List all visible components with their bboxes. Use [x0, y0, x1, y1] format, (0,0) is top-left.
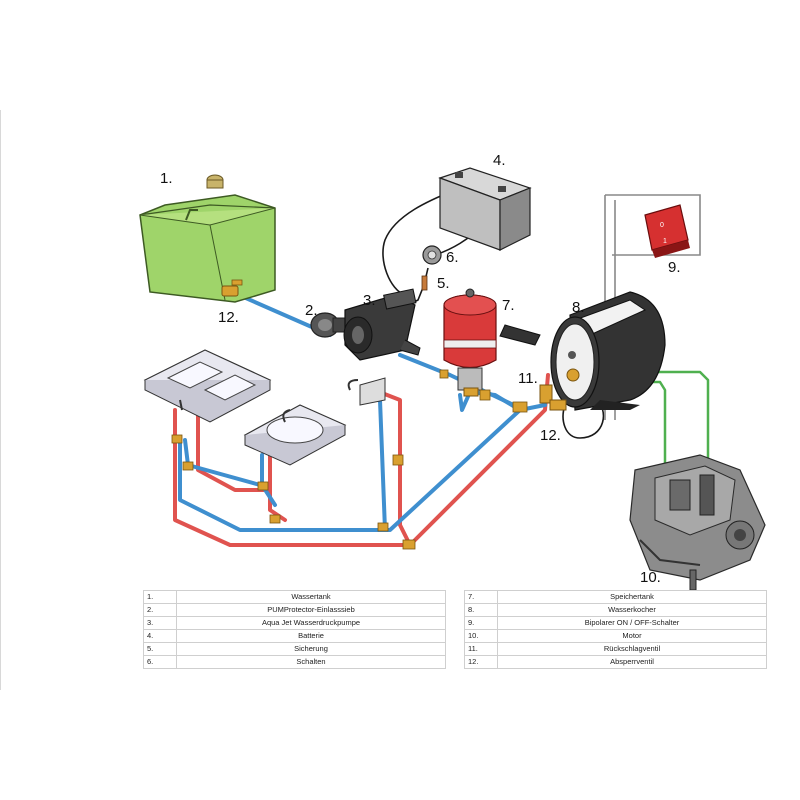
legend-right-number: 12. — [464, 655, 498, 669]
legend-left-number: 2. — [143, 603, 177, 617]
callout-7: 7. — [502, 297, 515, 314]
legend-row: 6.Schalten 12.Absperrventil — [143, 655, 767, 669]
fuse — [421, 275, 428, 291]
legend-left-number: 5. — [143, 642, 177, 656]
callout-12: 12. — [540, 427, 561, 444]
legend-separator — [445, 616, 465, 630]
callout-2: 2. — [305, 302, 318, 319]
switch-off-mark: 0 — [660, 222, 664, 229]
legend-right-number: 11. — [464, 642, 498, 656]
shower-head — [347, 377, 386, 406]
callout-labels: 1. 2. 3. 4. 5. 6. 7. 8. 9. 10. 11. 12. 1… — [160, 152, 681, 586]
tank-shutoff-valve — [221, 279, 243, 297]
legend-left-label: Sicherung — [176, 642, 446, 656]
callout-4: 4. — [493, 152, 506, 169]
legend-right-number: 10. — [464, 629, 498, 643]
legend-row: 4.Batterie 10.Motor — [143, 629, 767, 643]
legend-left-number: 6. — [143, 655, 177, 669]
callout-9: 9. — [668, 259, 681, 276]
legend-left-number: 3. — [143, 616, 177, 630]
callout-5: 5. — [437, 275, 450, 292]
legend-row: 5.Sicherung 11.Rückschlagventil — [143, 642, 767, 656]
legend-left-label: Wassertank — [176, 590, 446, 604]
pipe-fittings — [171, 369, 528, 550]
bipolar-switch: 0 1 — [644, 204, 690, 258]
accumulator-tank — [443, 288, 541, 397]
legend-right-label: Absperrventil — [497, 655, 767, 669]
legend-separator — [445, 629, 465, 643]
callout-1: 1. — [160, 170, 173, 187]
legend-row: 2.PUMProtector-Einlasssieb 8.Wasserkocher — [143, 603, 767, 617]
legend-left-label: Batterie — [176, 629, 446, 643]
legend-left-label: Aqua Jet Wasserdruckpumpe — [176, 616, 446, 630]
callout-3: 3. — [363, 292, 376, 309]
battery — [438, 167, 532, 251]
legend-right-label: Bipolarer ON / OFF-Schalter — [497, 616, 767, 630]
water-pump — [343, 288, 421, 361]
wash-basin — [243, 404, 347, 466]
check-valve — [539, 384, 553, 404]
legend-right-label: Speichertank — [497, 590, 767, 604]
legend-row: 3.Aqua Jet Wasserdruckpumpe 9.Bipolarer O… — [143, 616, 767, 630]
toggle-switch — [422, 245, 442, 265]
legend-right-label: Wasserkocher — [497, 603, 767, 617]
callout-12-tank: 12. — [218, 309, 239, 326]
engine — [629, 454, 766, 590]
callout-8: 8. — [572, 299, 585, 316]
shutoff-valve — [549, 399, 567, 411]
switch-on-mark: 1 — [663, 238, 667, 245]
legend-separator — [445, 655, 465, 669]
legend-left-number: 1. — [143, 590, 177, 604]
legend-right-label: Motor — [497, 629, 767, 643]
water-tank — [139, 174, 276, 303]
legend-row: 1.Wassertank 7.Speichertank — [143, 590, 767, 604]
legend-separator — [445, 590, 465, 604]
legend-left-label: PUMProtector-Einlasssieb — [176, 603, 446, 617]
water-heater — [550, 291, 666, 411]
legend-left-label: Schalten — [176, 655, 446, 669]
legend-left-number: 4. — [143, 629, 177, 643]
legend-right-number: 9. — [464, 616, 498, 630]
left-edge-line — [0, 110, 1, 690]
water-system-diagram: 0 1 — [139, 152, 766, 590]
double-sink — [143, 349, 272, 423]
callout-6: 6. — [446, 249, 459, 266]
legend-right-number: 8. — [464, 603, 498, 617]
callout-11: 11. — [518, 370, 538, 387]
legend-separator — [445, 603, 465, 617]
legend-right-label: Rückschlagventil — [497, 642, 767, 656]
legend-right-number: 7. — [464, 590, 498, 604]
legend-separator — [445, 642, 465, 656]
callout-10: 10. — [640, 569, 661, 586]
